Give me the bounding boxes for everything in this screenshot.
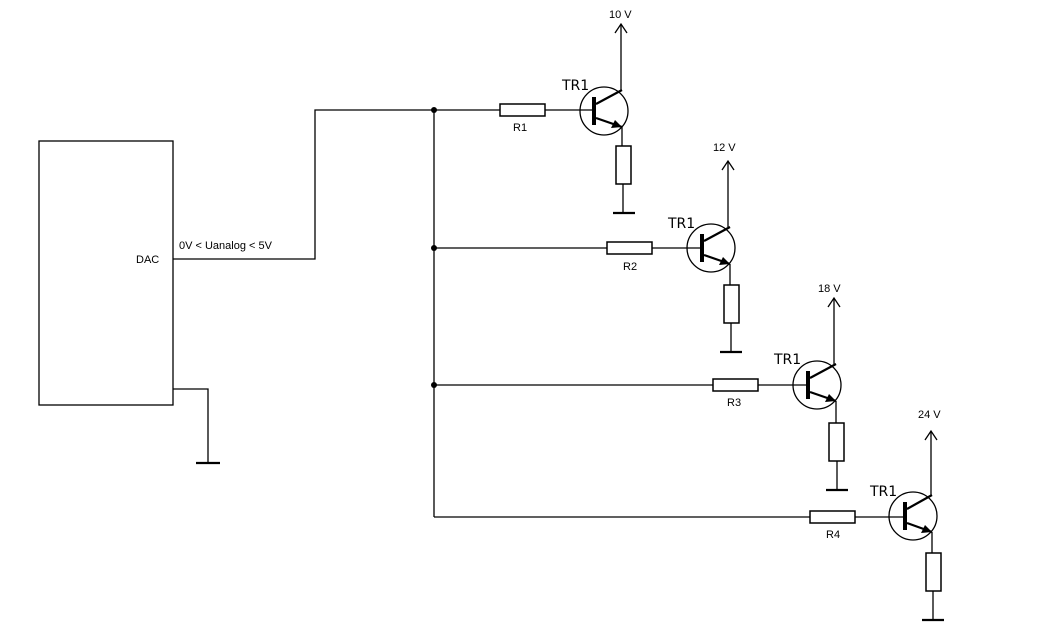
- stage-4: R4 TR1 24 V: [434, 409, 944, 622]
- transistor-tr1: [888, 491, 938, 541]
- load-resistor: [925, 552, 942, 592]
- transistor-label: TR1: [773, 352, 801, 368]
- transistor-tr1: [686, 223, 736, 273]
- stage-1: R1 TR1 10 V: [434, 9, 635, 215]
- transistor-collector: [703, 226, 731, 242]
- transistor-label: TR1: [667, 216, 695, 232]
- emitter-arrow: [719, 257, 730, 265]
- supply-arrow-icon: [721, 159, 735, 171]
- dac-block: DAC 0V < Uanalog < 5V: [38, 140, 273, 465]
- stage-3: R3 TR1 18 V: [434, 283, 848, 492]
- emitter-arrow: [825, 394, 836, 402]
- dac-output-label: 0V < Uanalog < 5V: [179, 240, 273, 252]
- resistor-label: R3: [727, 397, 741, 409]
- load-resistor: [723, 284, 740, 324]
- resistor-label: R1: [513, 122, 527, 134]
- transistor-collector: [595, 89, 623, 105]
- resistor-r1: [499, 103, 546, 117]
- transistor-collector: [809, 363, 837, 379]
- resistor-r4: [809, 510, 856, 524]
- dac-output-wire: [173, 109, 434, 260]
- supply-label: 12 V: [713, 142, 736, 154]
- emitter-arrow: [611, 120, 622, 128]
- resistor-label: R4: [826, 529, 840, 541]
- supply-arrow-icon: [614, 22, 628, 34]
- supply-label: 24 V: [918, 409, 941, 421]
- emitter-arrow: [921, 525, 932, 533]
- resistor-label: R2: [623, 261, 637, 273]
- transistor-label: TR1: [869, 484, 897, 500]
- transistor-label: TR1: [561, 78, 589, 94]
- load-resistor: [828, 422, 845, 462]
- load-resistor: [615, 145, 632, 185]
- supply-arrow-icon: [827, 296, 841, 308]
- supply-label: 10 V: [609, 9, 632, 21]
- resistor-r2: [606, 241, 653, 255]
- supply-label: 18 V: [818, 283, 841, 295]
- supply-arrow-icon: [924, 429, 938, 441]
- transistor-tr1: [579, 86, 629, 136]
- transistor-tr1: [792, 360, 842, 410]
- transistor-collector: [906, 494, 933, 510]
- dac-ground-wire: [173, 388, 209, 462]
- dac-box: [38, 140, 174, 406]
- dac-label: DAC: [136, 254, 159, 266]
- resistor-r3: [712, 378, 759, 392]
- stage-2: R2 TR1 12 V: [434, 142, 742, 354]
